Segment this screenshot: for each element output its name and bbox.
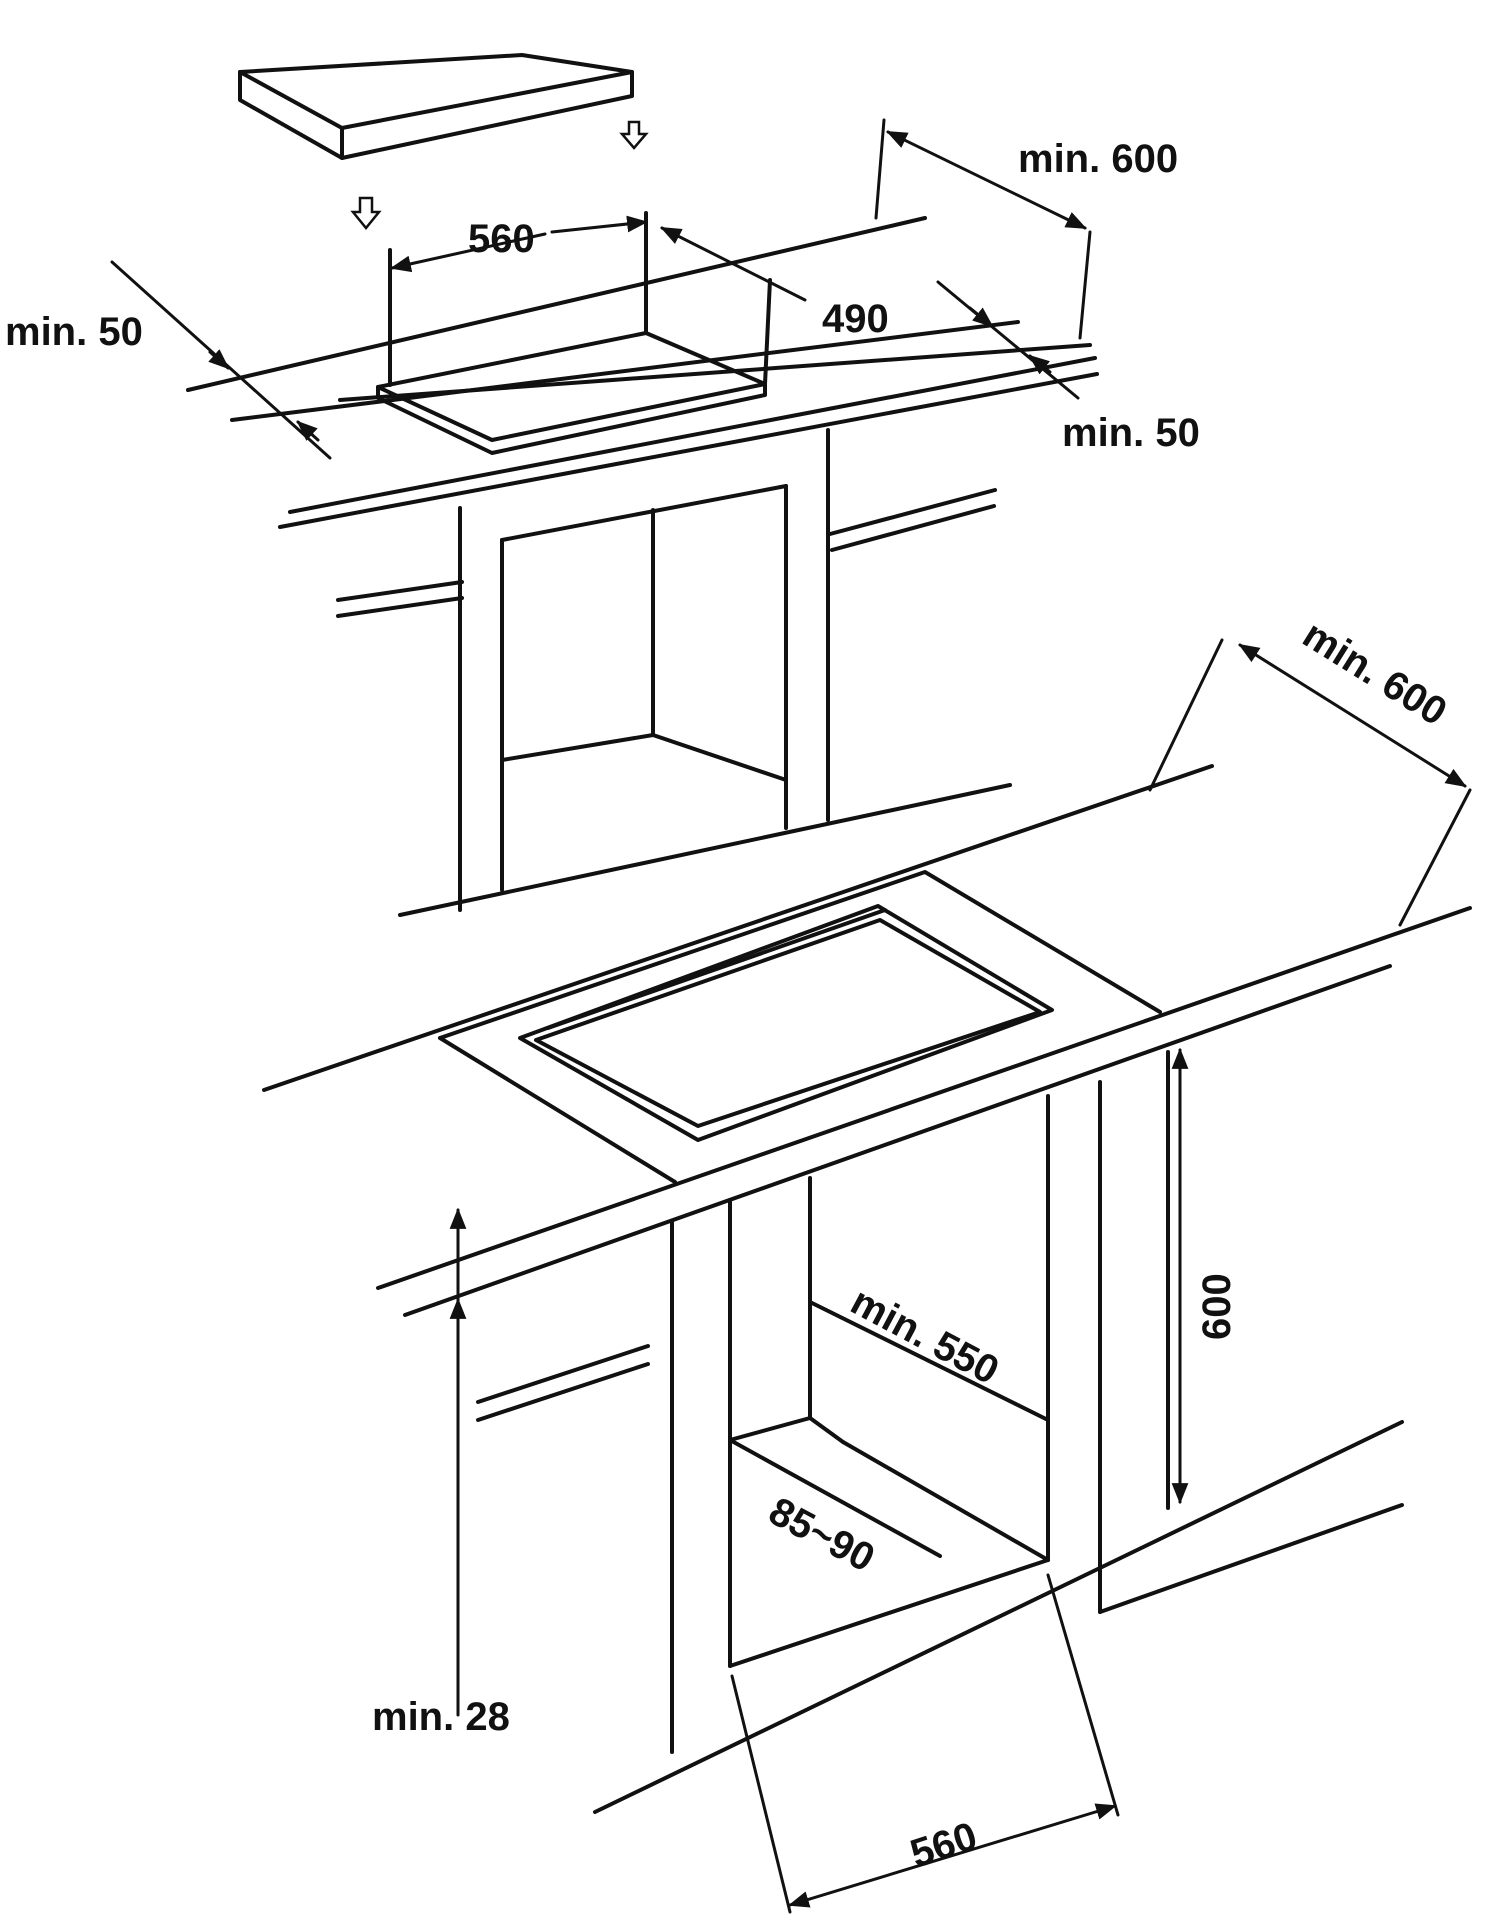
dim-label-cutout-depth: 490 — [822, 297, 889, 341]
top-worktop — [186, 216, 1099, 618]
dim-min-50-right: min. 50 — [936, 280, 1200, 455]
dim-label-worktop-thickness: min. 28 — [372, 1695, 510, 1739]
dim-label-front-edge: min. 50 — [1062, 411, 1200, 455]
bottom-installation-figure: min. 600 600 min. 550 — [262, 612, 1472, 1914]
dim-label-bottom-rear-clearance: min. 600 — [1295, 612, 1454, 734]
dim-min-550: min. 550 — [844, 1279, 1006, 1393]
down-arrow-icon — [350, 196, 382, 230]
dim-560-top: 560 — [389, 215, 649, 273]
top-installation-figure: 560 490 min. 600 min. 50 min. 50 — [5, 53, 1200, 917]
dim-min-600-bottom: min. 600 — [1148, 612, 1472, 927]
dim-label-top-rear-clearance: min. 600 — [1018, 137, 1178, 181]
dim-85-90: 85~90 — [762, 1489, 882, 1581]
dim-label-cabinet-height: 600 — [1195, 1273, 1239, 1340]
down-arrow-icon — [619, 120, 649, 150]
dim-label-cabinet-width: 560 — [905, 1814, 982, 1876]
dim-min-50-left: min. 50 — [5, 260, 332, 460]
dim-min-28: min. 28 — [372, 1207, 510, 1739]
bottom-cabinet — [593, 1050, 1404, 1814]
bottom-worktop — [262, 764, 1472, 1422]
dim-label-vent-gap: 85~90 — [762, 1489, 882, 1581]
dim-600-height: 600 — [1171, 1047, 1239, 1505]
top-base-unit — [398, 428, 1012, 917]
hob-recess — [518, 904, 1054, 1142]
dim-label-cutout-width: 560 — [468, 217, 535, 261]
dim-min-600-top: min. 600 — [874, 118, 1178, 340]
dim-490: 490 — [660, 226, 889, 341]
dim-label-left-edge: min. 50 — [5, 310, 143, 354]
hob-appliance — [238, 53, 634, 160]
dim-560-bottom: 560 — [730, 1573, 1120, 1914]
worktop-cutout — [376, 211, 772, 455]
dim-label-cabinet-depth: min. 550 — [844, 1279, 1006, 1393]
